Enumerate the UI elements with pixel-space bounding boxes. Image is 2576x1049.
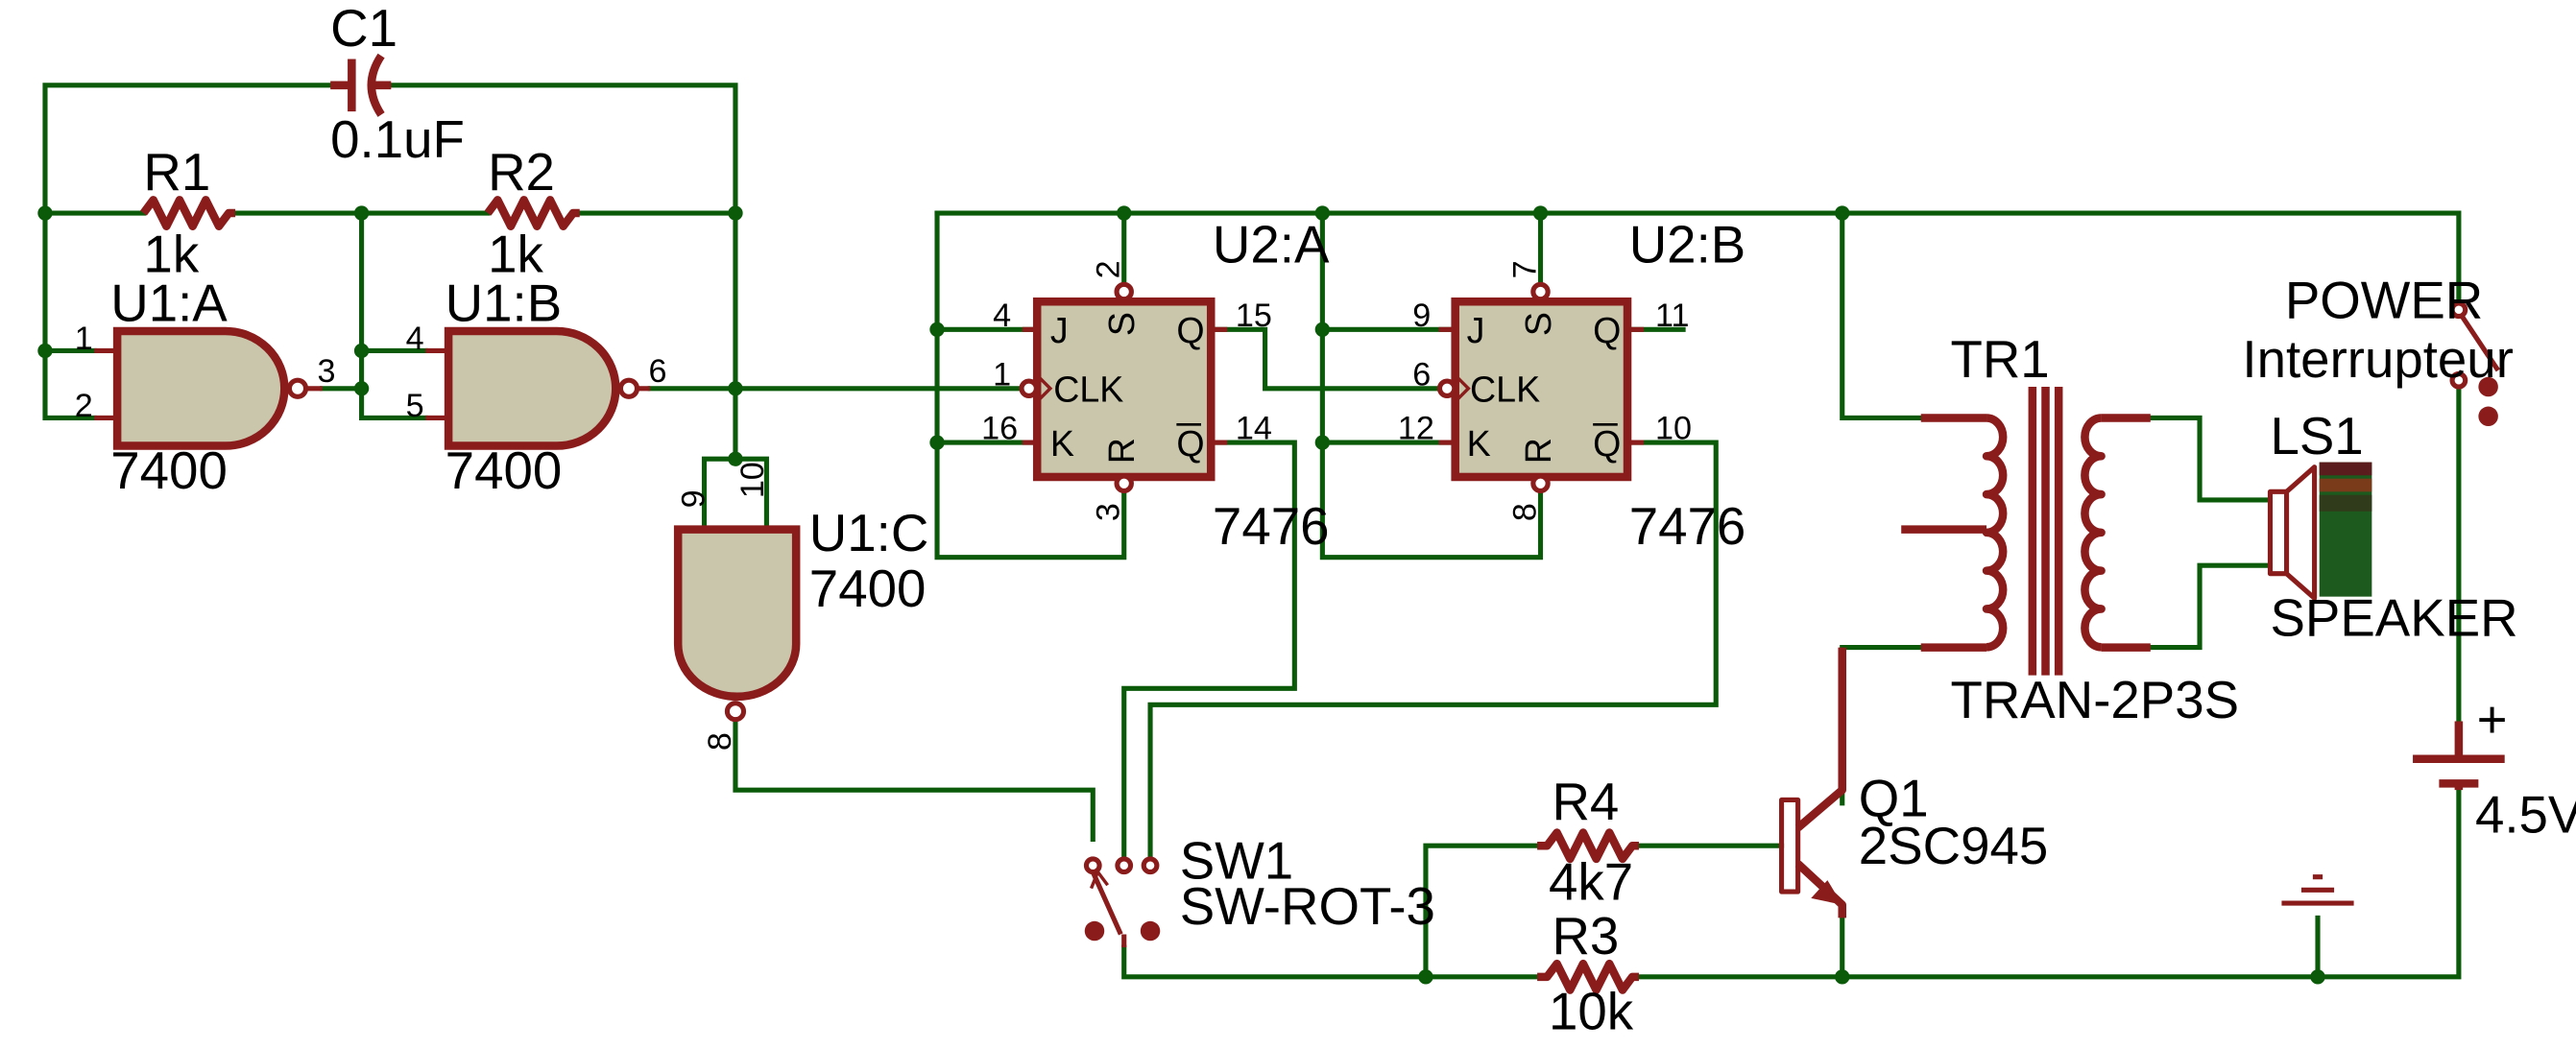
resistor-r1: R1 1k — [140, 143, 236, 283]
u1c-ref: U1:C — [809, 504, 929, 562]
u1c-pin-in1: 9 — [676, 489, 712, 508]
u2b-part: 7476 — [1629, 497, 1746, 556]
u1c-pin-in2: 10 — [734, 462, 771, 498]
u2b-label-r: R — [1518, 438, 1558, 464]
transformer-tr1: TR1 TRAN-2P3S — [1901, 330, 2239, 729]
capacitor-c1: C1 0.1uF — [330, 0, 465, 169]
u2a-label-qbar: Q — [1176, 423, 1204, 464]
r1-value: 1k — [143, 225, 199, 283]
u2b-pin-qbar: 10 — [1655, 411, 1692, 447]
u1c-part: 7400 — [809, 560, 927, 618]
power-ref: POWER — [2285, 271, 2483, 329]
u2a-label-q: Q — [1176, 310, 1204, 350]
u2a-pin-r: 3 — [1091, 503, 1127, 521]
r2-ref: R2 — [488, 143, 555, 202]
u1a-ref: U1:A — [110, 274, 228, 333]
ls1-ref: LS1 — [2270, 407, 2363, 465]
c1-value: 0.1uF — [330, 110, 465, 169]
u1a-part: 7400 — [110, 441, 228, 500]
rotary-switch-sw1: SW1 SW-ROT-3 — [1083, 831, 1435, 948]
tr1-ref: TR1 — [1950, 330, 2049, 389]
battery-voltage: 4.5V — [2475, 786, 2576, 845]
c1-ref: C1 — [330, 0, 397, 58]
u1c-pin-out: 8 — [702, 732, 738, 751]
r4-ref: R4 — [1552, 773, 1619, 831]
resistor-r3: R3 10k — [1537, 907, 1639, 1041]
u1b-ref: U1:B — [445, 274, 562, 333]
u2b-label-k: K — [1467, 423, 1491, 464]
resistor-r2: R2 1k — [484, 143, 580, 283]
u2b-pin-r: 8 — [1506, 503, 1543, 521]
junctions — [37, 205, 2325, 985]
u2a-label-j: J — [1050, 310, 1069, 350]
battery-plus: + — [2477, 691, 2508, 750]
u1b-pin-in2: 5 — [406, 388, 424, 424]
u1b-pin-out: 6 — [648, 353, 666, 390]
battery: + 4.5V — [2413, 691, 2576, 845]
u2b-label-j: J — [1467, 310, 1485, 350]
u2a-pin-j: 4 — [993, 298, 1011, 334]
u2a-label-r: R — [1101, 438, 1142, 464]
u2a-label-k: K — [1050, 423, 1074, 464]
u1a-pin-in1: 1 — [75, 321, 93, 357]
r3-value: 10k — [1549, 983, 1634, 1041]
u2a-ref: U2:A — [1213, 215, 1330, 274]
jk-flipflop-u2b: J CLK K Q Q S R 9 6 12 11 10 7 8 U2:B 74… — [1398, 215, 1745, 556]
u2a-label-s: S — [1101, 312, 1142, 336]
r2-value: 1k — [488, 225, 543, 283]
q1-part: 2SC945 — [1859, 817, 2048, 875]
u2a-label-clk: CLK — [1053, 369, 1123, 409]
u2b-pin-s: 7 — [1506, 260, 1543, 278]
r4-value: 4k7 — [1549, 853, 1633, 912]
u2b-label-qbar: Q — [1593, 423, 1621, 464]
u2a-pin-qbar: 14 — [1236, 411, 1272, 447]
u1a-pin-out: 3 — [317, 353, 335, 390]
u2b-pin-clk: 6 — [1412, 356, 1431, 393]
nand-gate-u1b: 4 5 6 U1:B 7400 — [406, 274, 667, 500]
u2b-pin-q: 11 — [1655, 298, 1689, 334]
u2a-pin-q: 15 — [1236, 298, 1272, 334]
power-switch: POWER Interrupteur — [2242, 271, 2514, 427]
ls1-part: SPEAKER — [2270, 589, 2517, 648]
r3-ref: R3 — [1552, 907, 1619, 966]
u2a-pin-clk: 1 — [993, 356, 1011, 393]
u2b-label-clk: CLK — [1470, 369, 1540, 409]
sw1-part: SW-ROT-3 — [1180, 877, 1435, 936]
u1b-part: 7400 — [445, 441, 563, 500]
speaker-ls1: LS1 SPEAKER — [2267, 407, 2518, 648]
u2b-label-s: S — [1518, 312, 1558, 336]
ground-symbol — [2281, 874, 2354, 906]
u2b-ref: U2:B — [1629, 215, 1745, 274]
power-part: Interrupteur — [2242, 330, 2513, 389]
nand-gate-u1a: 1 2 3 U1:A 7400 — [75, 274, 336, 500]
u2b-pin-j: 9 — [1412, 298, 1431, 334]
resistor-r4: R4 4k7 — [1537, 773, 1639, 912]
nand-gate-u1c: 9 10 8 U1:C 7400 — [673, 462, 929, 751]
u2b-label-q: Q — [1593, 310, 1621, 350]
tr1-part: TRAN-2P3S — [1950, 671, 2239, 729]
sw1-ref: SW1 — [1180, 831, 1293, 890]
transistor-q1: Q1 2SC945 — [1778, 647, 2048, 918]
u2a-pin-k: 16 — [981, 411, 1018, 447]
jk-flipflop-u2a: J CLK K Q Q S R 4 1 16 15 14 2 3 U2:A 74… — [981, 215, 1330, 556]
u1b-pin-in1: 4 — [406, 321, 424, 357]
u2a-part: 7476 — [1213, 497, 1330, 556]
u2a-pin-s: 2 — [1091, 260, 1127, 278]
r1-ref: R1 — [143, 143, 210, 202]
q1-ref: Q1 — [1859, 769, 1929, 827]
u1a-pin-in2: 2 — [75, 388, 93, 424]
u2b-pin-k: 12 — [1398, 411, 1434, 447]
